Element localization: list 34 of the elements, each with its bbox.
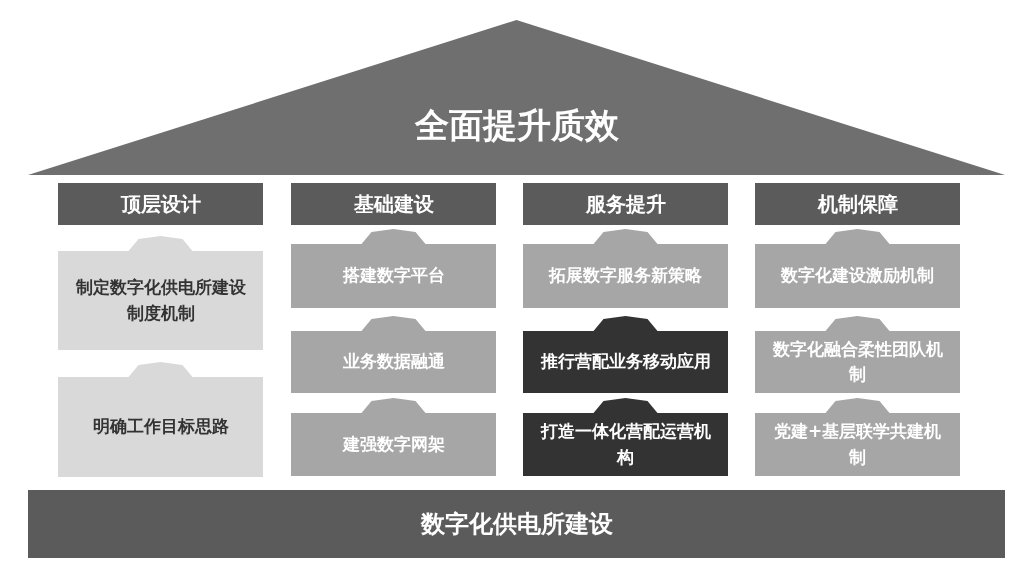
heading-text: 服务提升 — [584, 191, 667, 218]
roof-title: 全面提升质效 — [413, 103, 620, 147]
heading-text: 数字化供电所建设 — [419, 509, 614, 540]
tabbed-box — [58, 236, 263, 350]
tabbed-box — [755, 316, 960, 393]
item-text: 打造一体化营配运营机构 — [539, 420, 712, 469]
heading-text: 顶层设计 — [119, 191, 202, 218]
item-text: 搭建数字平台 — [341, 264, 446, 288]
item-text: 数字化建设激励机制 — [780, 264, 935, 288]
item-text: 业务数据融通 — [341, 350, 446, 374]
item-text: 制定数字化供电所建设制度机制 — [74, 276, 247, 325]
tabbed-box — [523, 316, 728, 393]
tabbed-box — [58, 362, 263, 477]
item-text: 建强数字网架 — [341, 432, 446, 456]
item-text: 党建+基层联学共建机制 — [772, 420, 943, 469]
header-bar — [755, 183, 960, 225]
tabbed-box — [755, 229, 960, 308]
tabbed-box — [523, 398, 728, 476]
foundation-bar — [28, 490, 1005, 558]
item-text: 明确工作目标思路 — [91, 415, 230, 439]
heading-text: 基础建设 — [352, 191, 435, 218]
tabbed-box — [291, 398, 496, 476]
item-text: 推行营配业务移动应用 — [539, 350, 712, 374]
item-text: 数字化融合柔性团队机制 — [771, 337, 944, 386]
item-text: 拓展数字服务新策略 — [547, 264, 703, 288]
tabbed-box — [291, 229, 496, 308]
heading-text: 机制保障 — [816, 191, 899, 218]
tabbed-box — [523, 229, 728, 308]
header-bar — [291, 183, 496, 225]
header-bar — [58, 183, 263, 225]
tabbed-box — [755, 398, 960, 476]
header-bar — [523, 183, 728, 225]
roof-triangle — [28, 20, 1005, 175]
tabbed-box — [291, 316, 496, 393]
